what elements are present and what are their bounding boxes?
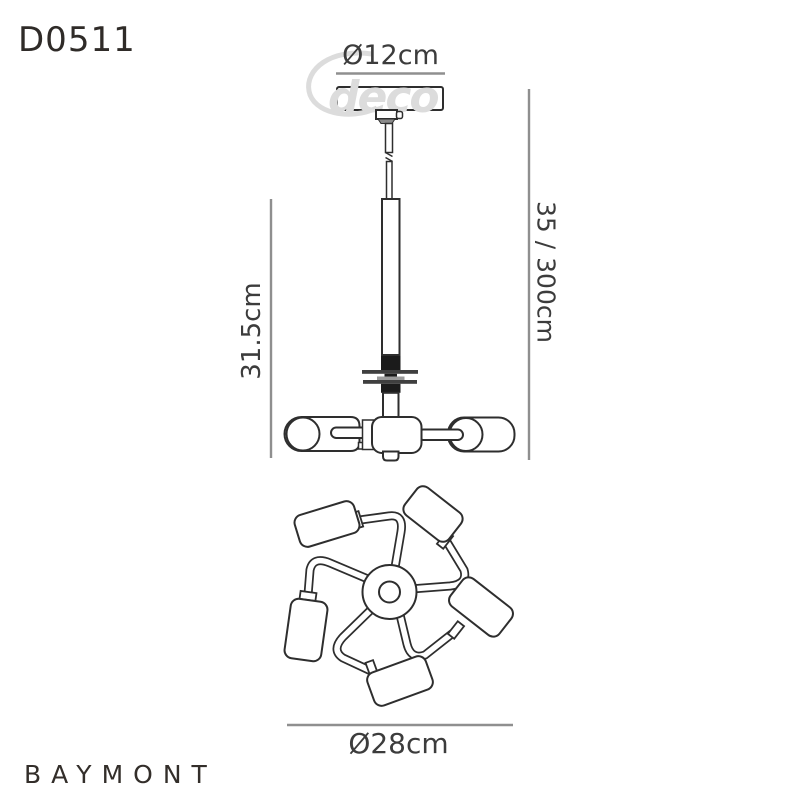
shade-left-side — [283, 416, 361, 452]
fixture-height-label: 31.5cm — [237, 282, 267, 380]
top-view — [283, 485, 514, 707]
spacer-plate-lower — [363, 380, 417, 384]
arm-4-core — [334, 597, 384, 674]
suspension-wire — [385, 160, 393, 200]
hub-top-inner — [378, 580, 401, 604]
spacer-stack — [362, 356, 418, 393]
arm-5-core — [305, 557, 384, 596]
fixture-diameter-label: Ø28cm — [348, 727, 449, 760]
spacer-washer — [377, 376, 405, 380]
top-view-shades — [283, 485, 514, 707]
rod-to-hub — [382, 391, 400, 419]
upper-tube — [384, 122, 394, 154]
main-rod — [381, 198, 401, 356]
connector-3 — [446, 619, 466, 641]
deco-watermark-swoosh — [306, 50, 379, 117]
canopy-diameter-label: Ø12cm — [342, 40, 439, 71]
shade-left-endcap — [285, 416, 321, 452]
shade-top-right — [402, 485, 464, 543]
side-view: deco — [283, 50, 516, 462]
dimension-lines — [269, 72, 531, 727]
fitting-knob — [395, 110, 404, 120]
product-code: D0511 — [18, 20, 136, 60]
shade-bottom — [366, 655, 434, 707]
shade-top-left — [293, 500, 361, 548]
hub-bottom-tab — [382, 450, 400, 462]
brand-name: BAYMONT — [24, 760, 217, 789]
arm-right-side — [417, 428, 464, 441]
arm-3-core — [393, 597, 455, 659]
spacer-black-top — [381, 356, 401, 370]
suspension-height-label: 35 / 300cm — [531, 201, 561, 343]
shade-left — [283, 597, 329, 663]
wire-break — [385, 151, 393, 163]
arm-1-core — [359, 513, 405, 586]
spacer-black-bottom — [381, 383, 401, 393]
canopy-fitting — [375, 109, 398, 120]
spacer-plate-upper — [362, 370, 418, 374]
hub-side — [371, 416, 423, 454]
shade-right — [448, 576, 514, 638]
